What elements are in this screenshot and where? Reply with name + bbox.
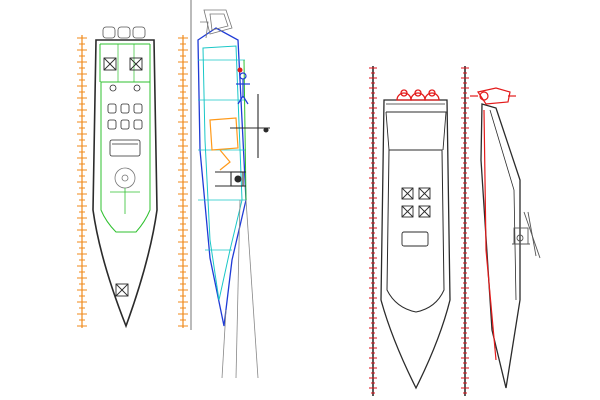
hatch-icons-right	[401, 187, 431, 247]
hull-profile	[197, 27, 247, 327]
hatch-icons	[103, 57, 143, 297]
left-ruler	[77, 35, 87, 328]
right-profile-view	[461, 66, 541, 396]
hull-profile-right	[480, 103, 521, 389]
hatch-circle-icon	[110, 167, 140, 214]
hull-outline	[92, 39, 158, 329]
engine-icons-right	[396, 89, 440, 101]
hull-outline-right	[380, 99, 451, 390]
steering-wheel-icon-right	[512, 211, 541, 259]
engine-icons	[102, 26, 146, 39]
tow-lines	[221, 199, 259, 379]
steering-wheel-icon	[215, 94, 270, 187]
left-profile-view	[178, 0, 270, 379]
outboard-engine-icons	[200, 9, 233, 39]
profile-ruler	[178, 35, 188, 328]
left-plan-view	[77, 26, 158, 329]
outboard-engine-right	[470, 87, 516, 105]
right-ruler	[369, 66, 377, 396]
right-profile-ruler	[461, 66, 469, 396]
crew-figure-icon	[236, 72, 250, 105]
right-plan-view	[369, 66, 451, 396]
seat-icons	[107, 84, 143, 157]
deck-outline	[100, 81, 151, 233]
